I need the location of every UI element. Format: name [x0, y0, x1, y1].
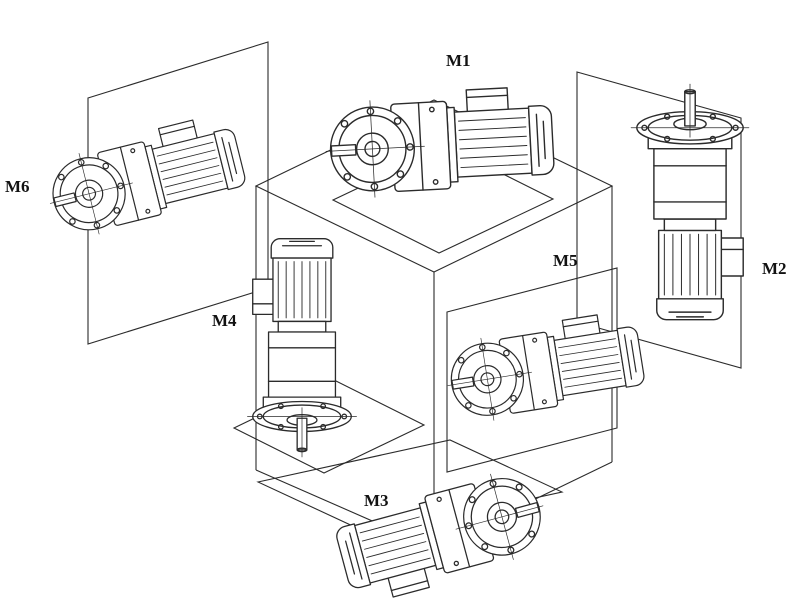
gearmotor-m6 [38, 110, 251, 245]
mounting-panel-m5 [446, 267, 618, 473]
label-m1: M1 [446, 51, 471, 70]
label-m2: M2 [762, 259, 787, 278]
label-m6: M6 [5, 177, 30, 196]
gearmotor-m3 [330, 462, 557, 608]
gearmotor-m2 [630, 83, 750, 321]
label-m3: M3 [364, 491, 389, 510]
gearmotor-m5 [440, 308, 648, 428]
label-m4: M4 [212, 311, 237, 330]
gearmotor-m4 [246, 238, 358, 458]
label-m5: M5 [553, 251, 578, 270]
mounting-panel-m3 [256, 439, 564, 535]
